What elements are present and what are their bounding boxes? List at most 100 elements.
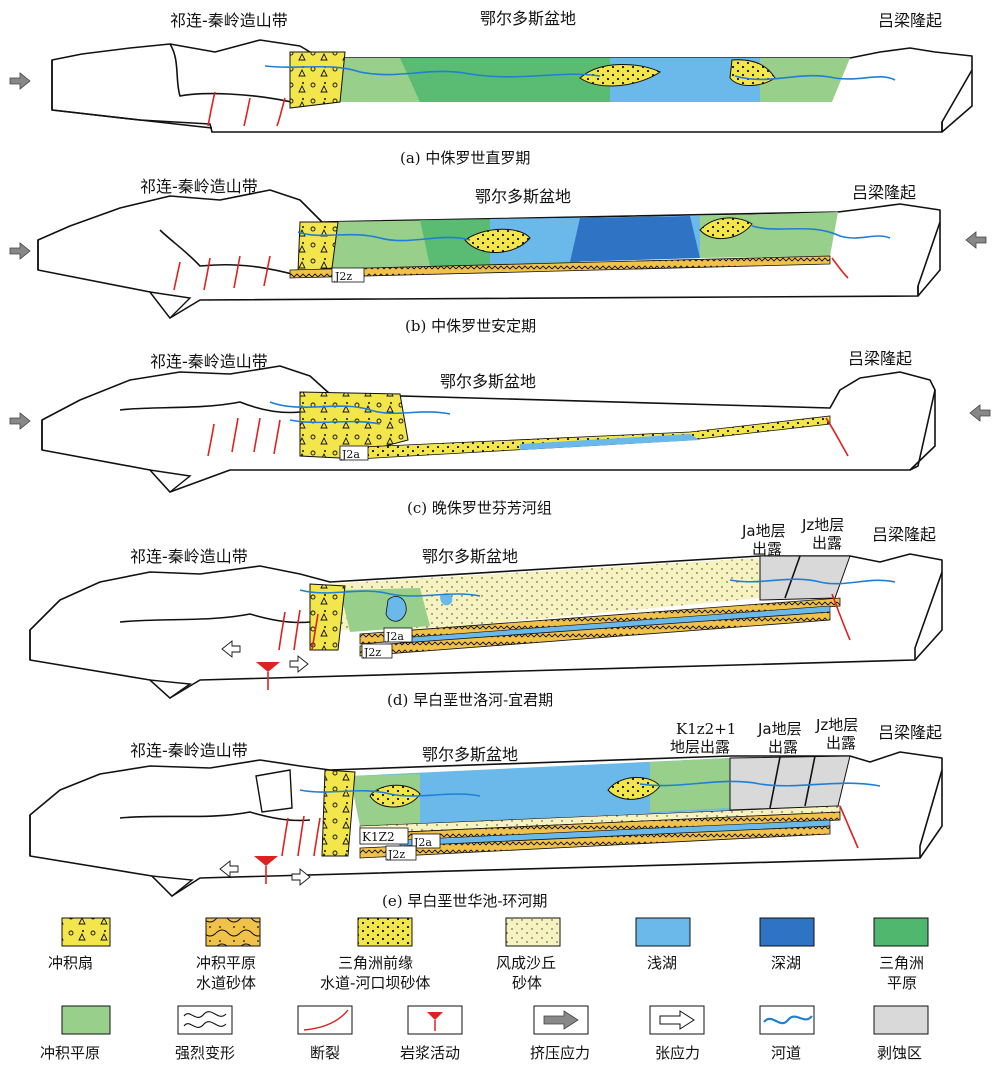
legend-label-strong-deformation: 强烈变形	[175, 1044, 235, 1062]
panel-e-unit-box-1	[359, 827, 409, 845]
panel-a-river-1	[264, 65, 601, 78]
panel-c-left-label: 祁连-秦岭造山带	[150, 352, 268, 371]
panel-e-exposure-k1: K1z2+1	[676, 720, 736, 738]
panel-a-delta-plain	[400, 58, 610, 102]
legend-label-compressive-stress: 挤压应力	[530, 1044, 590, 1062]
legend-label-alluvial-plain-sand-2: 水道砂体	[196, 974, 256, 992]
panel-e: K1Z2 J2a J2z K1z2+1 地层出露 Ja地层 出露 Jz地层 出露…	[29, 716, 943, 910]
panel-c-compression-arrow-left	[9, 412, 31, 430]
panel-c-right-label: 吕梁隆起	[848, 349, 912, 368]
panel-a-fault-3	[276, 97, 286, 127]
legend-label-shallow-lake: 浅湖	[647, 954, 677, 972]
panel-e-exposure-ja-out: 出露	[768, 738, 798, 756]
panel-d-fault-4	[831, 593, 851, 641]
panel-b-wedge	[148, 291, 192, 320]
panel-e-unit-box-2	[411, 833, 441, 849]
panel-d-alluvial-fan	[309, 583, 346, 651]
legend-label-tensile-stress: 张应力	[655, 1044, 700, 1062]
panel-d-left-label: 祁连-秦岭造山带	[130, 547, 248, 566]
panel-b-delta-front-1	[464, 228, 531, 253]
panel-d-river-2	[729, 578, 896, 585]
legend-label-dune-1: 风成沙丘	[496, 954, 556, 972]
panel-c-compression-arrow-right	[969, 404, 991, 422]
panel-a-edges	[51, 60, 973, 133]
legend-label-erosion-zone: 剥蚀区	[877, 1044, 922, 1062]
panel-a-mountain-edge	[169, 43, 301, 105]
panel-e-tension-arrow-left	[219, 860, 239, 878]
panel-e-exposure-jz: Jz地层	[815, 716, 858, 734]
panel-d-erosion-divider	[784, 555, 801, 599]
panel-b-river-2	[751, 225, 891, 239]
panel-d-unit-box-2	[361, 643, 393, 659]
panel-a-compression-arrow	[9, 72, 31, 90]
legend-swatch-river-channel	[759, 1005, 815, 1035]
legend-swatch-erosion-zone	[873, 1005, 929, 1035]
panel-c-fault-4	[273, 419, 281, 455]
panel-d-exposure-ja: Ja地层	[741, 522, 786, 540]
legend-swatch-alluvial-plain	[61, 1005, 111, 1035]
panel-a-delta-front-1	[579, 64, 661, 87]
panel-a: 祁连-秦岭造山带 鄂尔多斯盆地 吕梁隆起 (a) 中侏罗世直罗期	[9, 9, 973, 167]
panel-d-caption: (d) 早白垩世洛河-宜君期	[387, 691, 553, 709]
panel-b-unit-j2z: J2z	[334, 270, 352, 283]
panel-c-wedge	[148, 469, 192, 493]
panel-e-center-label: 鄂尔多斯盆地	[422, 745, 518, 764]
panel-d-layer-3	[359, 611, 831, 657]
legend-swatch-alluvial-fan	[61, 917, 111, 947]
panel-b-mountain-edge	[159, 229, 301, 277]
panel-b-edges	[37, 222, 941, 297]
panel-e-edges	[29, 770, 943, 859]
panel-c-lake-strip	[520, 434, 700, 450]
panel-d-exposure-jz-out: 出露	[812, 534, 842, 552]
panel-e-magma-icon	[254, 856, 278, 866]
legend-swatch-magmatic-activity	[407, 1005, 463, 1035]
panel-c: J2a 祁连-秦岭造山带 鄂尔多斯盆地 吕梁隆起 (c) 晚侏罗世芬芳河组	[9, 349, 991, 517]
legend-swatch-shallow-lake	[635, 917, 691, 947]
legend-swatch-delta-front	[357, 917, 413, 947]
panel-c-fault-3	[253, 417, 261, 453]
panel-e-unit-k1z2: K1Z2	[362, 830, 395, 844]
panel-e-left-label: 祁连-秦岭造山带	[130, 741, 248, 760]
panel-d-dune-field	[330, 558, 760, 630]
panel-a-center-label: 鄂尔多斯盆地	[480, 9, 576, 28]
legend-label-delta-front-1: 三角洲前缘	[338, 954, 413, 972]
panel-c-caption: (c) 晚侏罗世芬芳河组	[407, 499, 552, 517]
legend-swatch-alluvial-plain-sand	[205, 917, 261, 947]
panel-d: J2a J2z Ja地层 出露 Jz地层 出露 祁连-秦岭造山带 鄂尔多斯盆地 …	[29, 516, 943, 709]
panel-a-river-2	[734, 74, 896, 81]
panel-b-river-1	[297, 231, 471, 242]
panel-c-river-2	[289, 419, 381, 425]
panel-d-alluvial-plain	[340, 588, 430, 632]
panel-d-lake-1	[385, 596, 407, 622]
panel-b-alluvial-fan	[297, 221, 339, 273]
panel-b-unit-box	[331, 267, 365, 283]
panel-d-wedge	[147, 679, 192, 699]
panel-c-unit-box	[339, 445, 369, 461]
legend-swatch-deep-lake	[759, 917, 815, 947]
legend-swatch-fault	[297, 1005, 353, 1035]
panel-e-erosion-dividers	[769, 755, 816, 809]
panel-e-caption: (e) 早白垩世华池-环河期	[382, 892, 547, 910]
legend-label-alluvial-plain-sand-1: 冲积平原	[196, 954, 256, 972]
panel-e-tension-arrow-right	[291, 868, 311, 886]
panel-e-exposure-ja: Ja地层	[757, 720, 802, 738]
panel-d-lake-2	[440, 593, 453, 606]
panel-d-magma-icon	[256, 662, 280, 672]
panel-e-river-2	[639, 780, 881, 787]
panel-a-caption: (a) 中侏罗世直罗期	[400, 149, 530, 167]
panel-d-fault-2	[293, 609, 301, 651]
panel-c-edges	[41, 390, 936, 471]
panel-d-fault-1	[278, 611, 286, 651]
legend-label-delta-plain-2: 平原	[887, 974, 917, 992]
panel-a-fault-1	[207, 91, 216, 127]
legend-label-magmatic-activity: 岩浆活动	[400, 1044, 460, 1062]
panel-b-fault-1	[173, 261, 181, 291]
legend-swatch-compressive-stress	[533, 1005, 589, 1035]
panel-b-left-label: 祁连-秦岭造山带	[140, 177, 258, 196]
legend-label-alluvial-plain: 冲积平原	[40, 1044, 100, 1062]
panel-d-mountain-edge	[119, 613, 311, 624]
panel-b-deep-lake	[570, 216, 700, 262]
panel-b-fault-3	[233, 255, 241, 289]
panel-d-river-1	[299, 589, 481, 597]
panel-b: J2z 祁连-秦岭造山带 鄂尔多斯盆地 吕梁隆起 (b) 中侏罗世安定期	[9, 177, 987, 335]
